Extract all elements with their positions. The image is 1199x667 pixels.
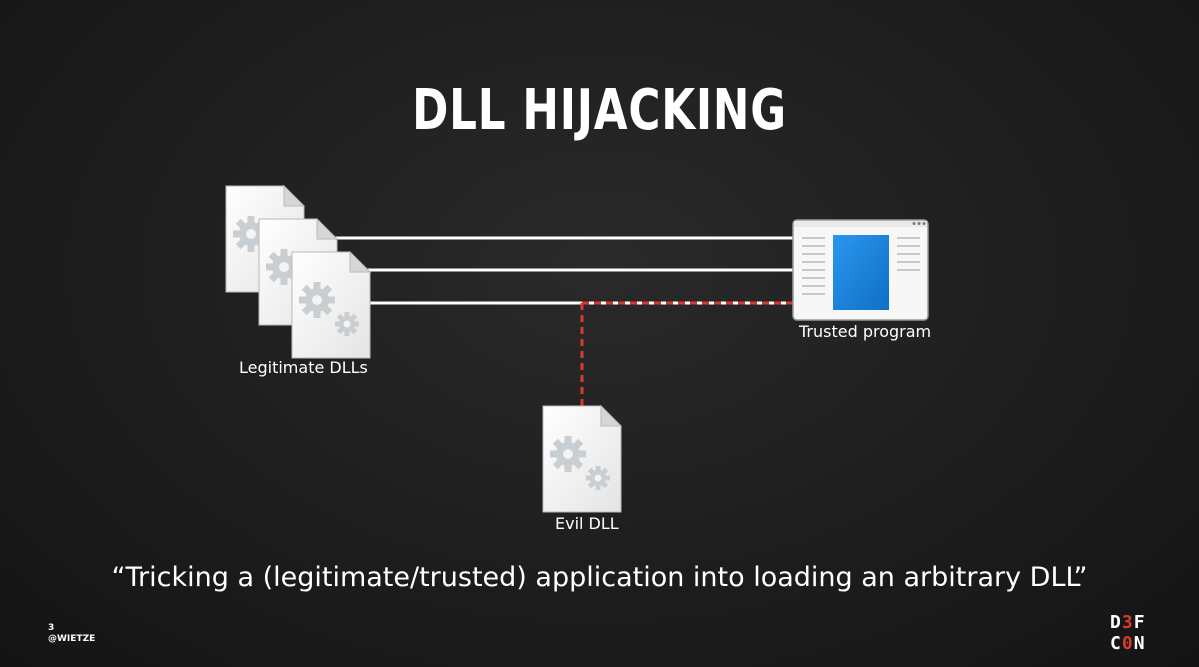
evil-dll-label: Evil DLL [555, 514, 619, 533]
defcon-logo: D3F C0N [1110, 612, 1146, 654]
trusted-program-label: Trusted program [799, 322, 932, 341]
slide-title: DLL HIJACKING [412, 78, 787, 143]
definition-quote: “Tricking a (legitimate/trusted) applica… [111, 562, 1088, 593]
application-window-icon [792, 219, 929, 321]
slide-number: 3 [48, 623, 55, 633]
legitimate-dlls-label: Legitimate DLLs [239, 358, 368, 377]
dll-file-gear-icon [292, 252, 370, 358]
author-handle: @WIETZE [48, 634, 96, 644]
dll-file-gear-icon [543, 406, 621, 512]
